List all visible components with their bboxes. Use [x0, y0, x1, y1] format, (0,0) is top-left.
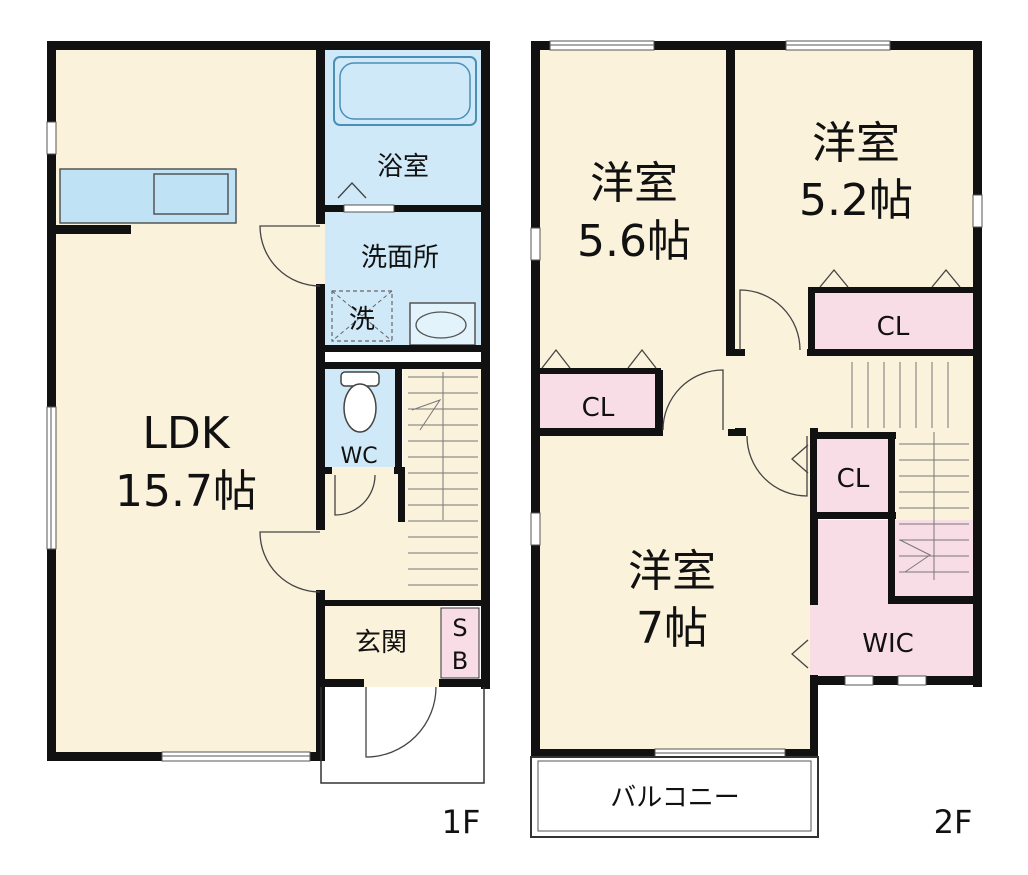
wash-basin [409, 302, 476, 346]
closet-c-label: CL [837, 464, 870, 494]
bathtub [333, 56, 477, 126]
bath-floor [321, 47, 483, 210]
western-c-name: 洋室 [628, 546, 716, 597]
shoebox-label-bottom: B [452, 647, 468, 675]
ldk-name: LDK [142, 408, 230, 459]
western-a-size: 5.6帖 [577, 216, 691, 267]
western-a-floor [539, 47, 729, 432]
first-floor: LDK 15.7帖 浴室 洗面所 洗 WC 玄関 S B 1F [46, 41, 490, 841]
entrance-label: 玄関 [355, 628, 407, 658]
hall-floor [321, 470, 403, 604]
floor-label-1f: 1F [442, 803, 481, 841]
door-swings-2f [541, 268, 961, 669]
western-c-size: 7帖 [636, 603, 708, 654]
ldk-size: 15.7帖 [115, 466, 257, 517]
washer-box [331, 290, 393, 342]
bath-label: 浴室 [377, 152, 429, 182]
closet-b-fill [814, 292, 974, 354]
western-b-name: 洋室 [812, 118, 900, 169]
closet-b-label: CL [877, 312, 910, 342]
porch-outline [320, 687, 485, 784]
closet-a-label: CL [582, 393, 615, 423]
stairs-1f [408, 372, 478, 586]
floor-label-2f: 2F [934, 803, 973, 841]
western-c-floor [539, 432, 811, 749]
toilet-bowl [343, 383, 377, 433]
balcony-label: バルコニー [610, 783, 739, 813]
door-swings-1f [259, 182, 437, 758]
openings-1f [46, 121, 439, 762]
shoebox-label-top: S [452, 614, 467, 642]
western-b-size: 5.2帖 [799, 175, 913, 226]
kitchen-sink [153, 173, 229, 215]
second-floor: 洋室 5.6帖 洋室 5.2帖 洋室 7帖 CL CL CL WIC バルコニー… [530, 40, 983, 841]
washroom-label: 洗面所 [361, 243, 439, 273]
western-a-name: 洋室 [590, 158, 678, 209]
washer-label: 洗 [349, 305, 375, 335]
stairs-2f [851, 362, 969, 580]
entrance-floor [321, 604, 441, 680]
closet-a-fill [539, 374, 659, 432]
wc-label: WC [340, 444, 377, 469]
ldk-floor [55, 47, 321, 754]
balcony-outline [530, 756, 819, 838]
openings-2f [530, 40, 983, 758]
shoebox-fill [440, 607, 480, 679]
closet-c-fill [814, 437, 892, 515]
wic-label: WIC [862, 629, 914, 659]
